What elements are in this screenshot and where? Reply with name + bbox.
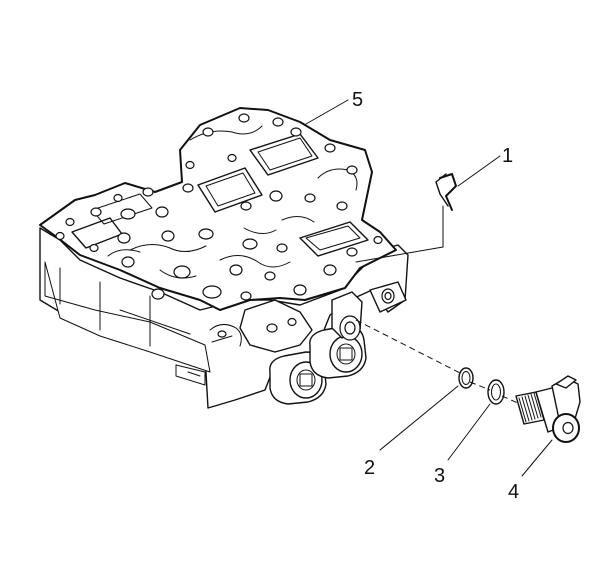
alignment-line — [355, 319, 521, 405]
callout-3: 3 — [434, 465, 445, 487]
valve-body-bores — [55, 113, 383, 301]
leader-line-2 — [379, 385, 459, 451]
leader-line-4 — [521, 439, 553, 477]
valve-body-assembly — [39, 107, 409, 409]
callout-5: 5 — [352, 89, 363, 111]
callout-2: 2 — [364, 457, 375, 479]
o-ring-large — [487, 379, 505, 405]
solenoid-port — [331, 291, 363, 341]
callout-1: 1 — [502, 145, 513, 167]
callout-4: 4 — [508, 481, 519, 503]
o-ring-small — [458, 367, 474, 389]
retaining-clip — [355, 173, 457, 263]
leader-line-1 — [457, 155, 501, 187]
pressure-control-solenoid — [515, 375, 581, 443]
leader-line-3 — [447, 403, 491, 461]
valve-body-side-band — [44, 261, 211, 373]
leader-line-5 — [305, 99, 349, 125]
